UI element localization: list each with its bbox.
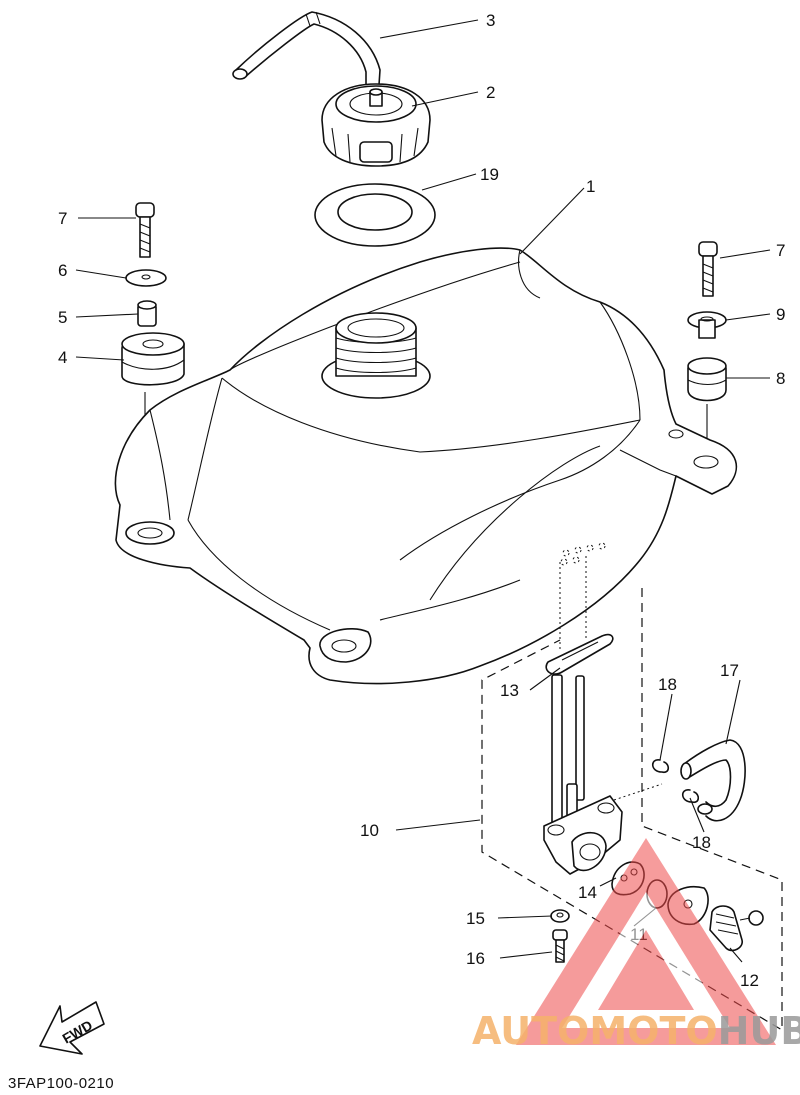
callout-13: 13 (500, 681, 519, 700)
callout-8: 8 (776, 369, 785, 388)
lever (709, 905, 743, 952)
fuel-cock-gasket (545, 633, 614, 675)
callout-10: 10 (360, 821, 379, 840)
callout-labels: 3 2 19 1 7 6 5 4 7 9 8 13 10 18 17 18 14… (58, 11, 785, 990)
left-washer (125, 269, 167, 287)
callout-15: 15 (466, 909, 485, 928)
callout-17: 17 (720, 661, 739, 680)
leader-lines (75, 19, 771, 963)
callout-12: 12 (740, 971, 759, 990)
callout-18-upper: 18 (658, 675, 677, 694)
right-damper (687, 357, 727, 402)
right-collar (687, 311, 727, 339)
callout-1: 1 (586, 177, 595, 196)
lever-screw (739, 910, 764, 926)
callout-3: 3 (486, 11, 495, 30)
fuel-cock (543, 674, 623, 875)
callout-5: 5 (58, 308, 67, 327)
callout-4: 4 (58, 348, 67, 367)
diagram-code: 3FAP100-0210 (8, 1075, 114, 1092)
fuel-cap (321, 83, 431, 167)
watermark-text: AUTOMOTOHUB (472, 1009, 800, 1053)
left-damper (121, 332, 185, 386)
breather-hose (232, 11, 381, 101)
callout-9: 9 (776, 305, 785, 324)
callout-18-lower: 18 (692, 833, 711, 852)
fuel-hose (680, 739, 746, 822)
callout-14: 14 (578, 883, 597, 902)
hose-clip-upper (651, 759, 670, 774)
watermark-logo (516, 838, 776, 1045)
watermark-text-part2: HUB (718, 1009, 800, 1053)
left-bolt (135, 202, 155, 258)
callout-6: 6 (58, 261, 67, 280)
right-bolt (698, 241, 718, 297)
left-collar (137, 300, 157, 327)
forward-direction-arrow: FWD (39, 1001, 105, 1055)
cap-gasket (314, 183, 436, 247)
bolt-16 (552, 929, 568, 963)
callout-2: 2 (486, 83, 495, 102)
callout-19: 19 (480, 165, 499, 184)
washer-15 (550, 909, 570, 923)
fuel-tank (114, 247, 738, 685)
watermark-text-part1: AUTOMOTO (472, 1009, 718, 1053)
callout-7-right: 7 (776, 241, 785, 260)
callout-7-left: 7 (58, 209, 67, 228)
callout-16: 16 (466, 949, 485, 968)
